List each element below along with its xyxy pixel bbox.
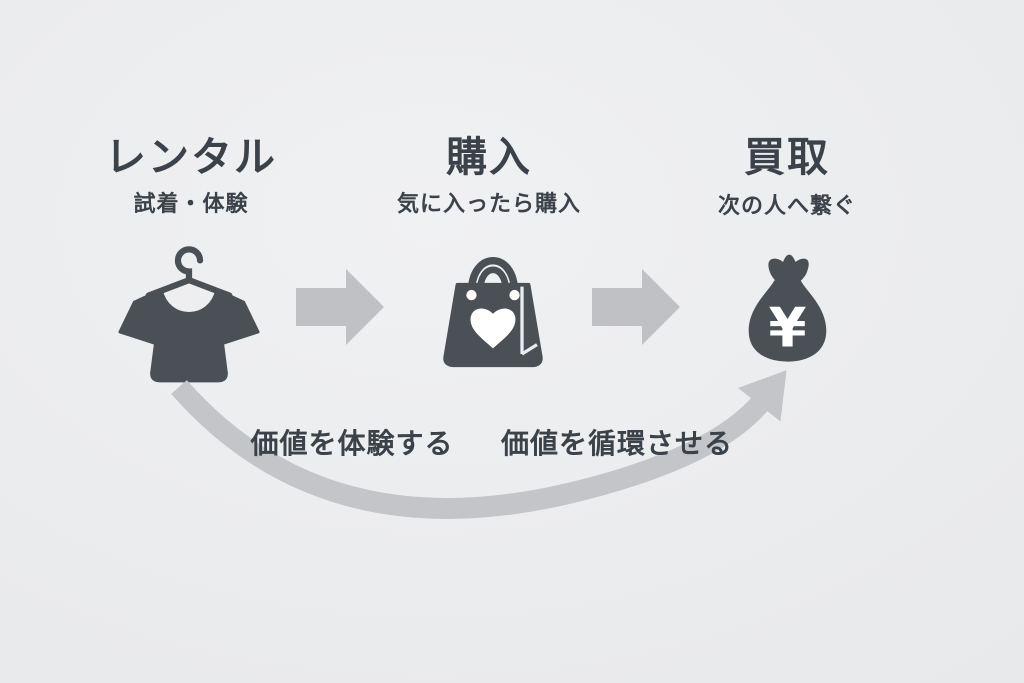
step-title-buyback: 買取: [744, 134, 830, 180]
step-title-purchase: 購入: [446, 134, 532, 180]
step-subtitle-purchase: 気に入ったら購入: [396, 191, 581, 216]
step-subtitle-rental: 試着・体験: [133, 191, 249, 216]
tshirt-on-hanger-icon: [118, 246, 260, 383]
shopping-bag-heart-icon: [443, 256, 543, 368]
right-arrow-icon: [592, 269, 680, 345]
loop-label-circulate-value: 価値を循環させる: [500, 428, 733, 459]
step-subtitle-buyback: 次の人へ繋ぐ: [717, 193, 856, 218]
yen-symbol: ¥: [768, 296, 806, 360]
loop-label-experience-value: 価値を体験する: [250, 428, 454, 459]
money-bag-yen-icon: ¥: [748, 254, 827, 362]
step-title-rental: レンタル: [105, 134, 277, 180]
right-arrow-icon: [296, 269, 384, 345]
